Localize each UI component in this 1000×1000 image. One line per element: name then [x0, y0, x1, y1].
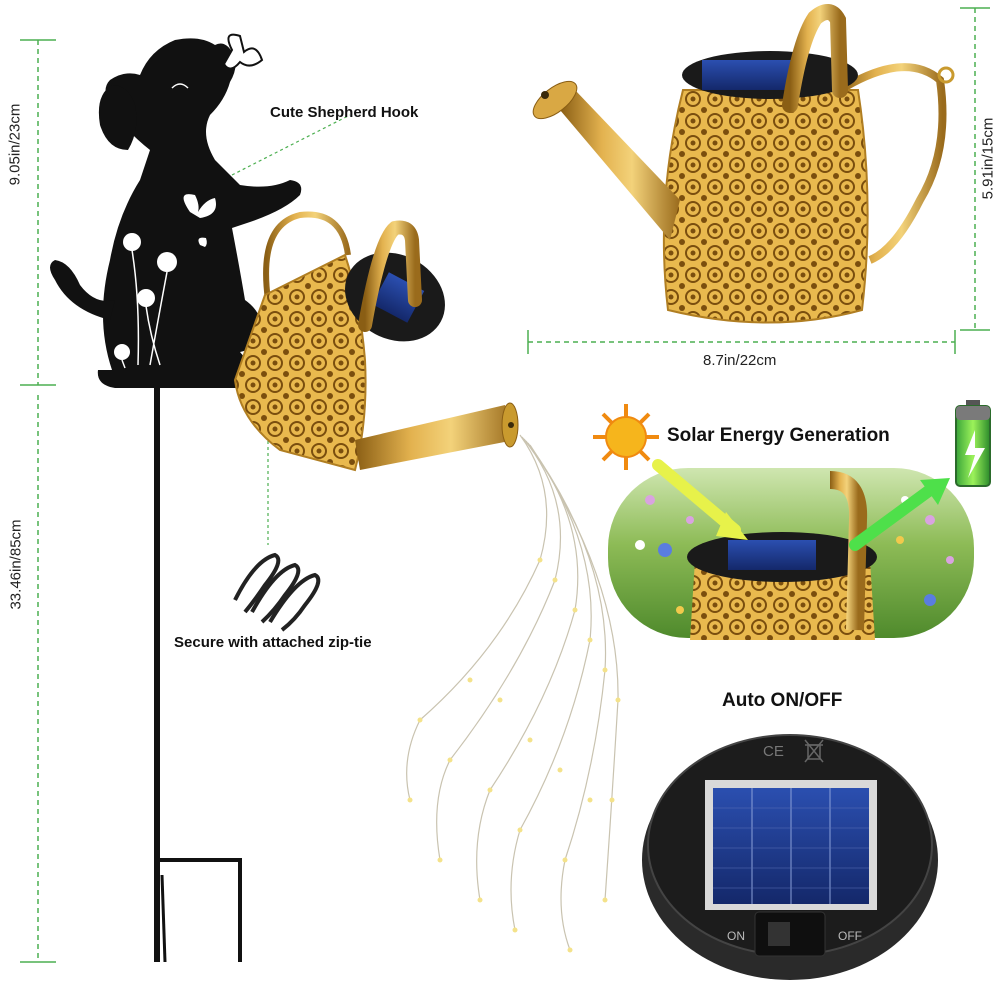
dimension-line-top — [20, 39, 56, 386]
hanging-watering-can — [233, 211, 519, 472]
solar-panel-unit — [642, 734, 938, 980]
label-zip-tie: Secure with attached zip-tie — [174, 634, 372, 651]
dimension-line-can-height — [960, 7, 990, 331]
label-auto-on-off: Auto ON/OFF — [722, 690, 843, 711]
nose-butterfly-icon — [222, 33, 264, 70]
solar-vignette-photo — [608, 459, 974, 640]
dimension-top-height: 9.05in/23cm — [6, 103, 24, 186]
dog-eye — [171, 83, 189, 89]
dimension-total-height: 33.46in/85cm — [7, 519, 25, 610]
ce-mark: CE — [763, 743, 784, 760]
label-cute-shepherd-hook: Cute Shepherd Hook — [270, 104, 419, 121]
fairy-light-bulbs — [407, 557, 621, 953]
dimension-line-can-length — [527, 330, 956, 354]
battery-icon — [955, 400, 991, 487]
zip-tie-icon — [233, 552, 321, 632]
sun-icon — [593, 404, 659, 470]
dimension-can-length: 8.7in/22cm — [703, 352, 777, 369]
dimension-line-total — [20, 395, 56, 963]
dog-silhouette — [50, 38, 302, 388]
stake-pole — [154, 388, 242, 963]
flower-cutouts — [114, 233, 177, 369]
dimension-can-height: 5.91in/15cm — [979, 117, 997, 200]
butterfly-icon — [183, 194, 216, 247]
watering-can-product — [532, 4, 955, 324]
label-switch-on: ON — [727, 929, 745, 943]
label-switch-off: OFF — [838, 929, 862, 943]
label-solar-energy: Solar Energy Generation — [667, 425, 890, 446]
fairy-lights — [406, 434, 619, 951]
